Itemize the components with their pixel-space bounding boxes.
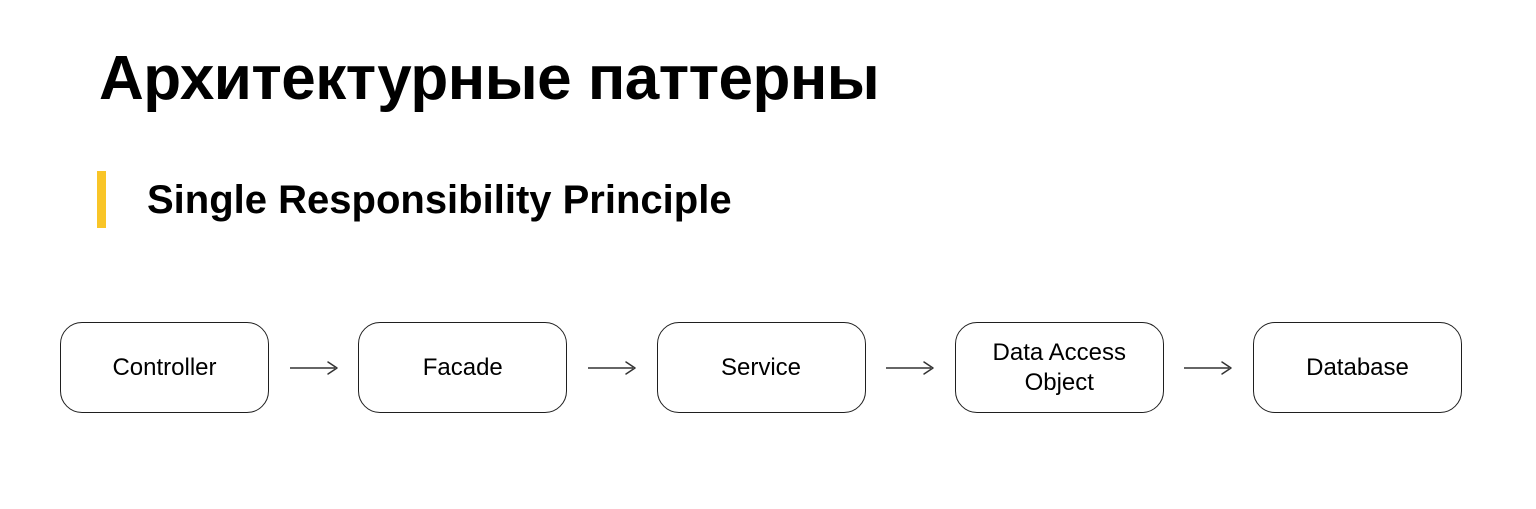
page-title: Архитектурные паттерны [99,44,880,113]
flow-node-controller: Controller [60,322,269,413]
arrow-right-icon [289,359,339,377]
arrow-right-icon [1183,359,1233,377]
flow-node-database: Database [1253,322,1462,413]
slide-subtitle: Single Responsibility Principle [147,177,732,222]
accent-bar [97,171,106,228]
subtitle-row: Single Responsibility Principle [97,171,732,228]
arrow-right-icon [587,359,637,377]
flow-diagram: Controller Facade Service Data Access Ob… [60,322,1462,413]
arrow-right-icon [885,359,935,377]
flow-node-facade: Facade [358,322,568,413]
flow-node-data-access-object: Data Access Object [954,322,1164,413]
flow-node-service: Service [656,322,866,413]
